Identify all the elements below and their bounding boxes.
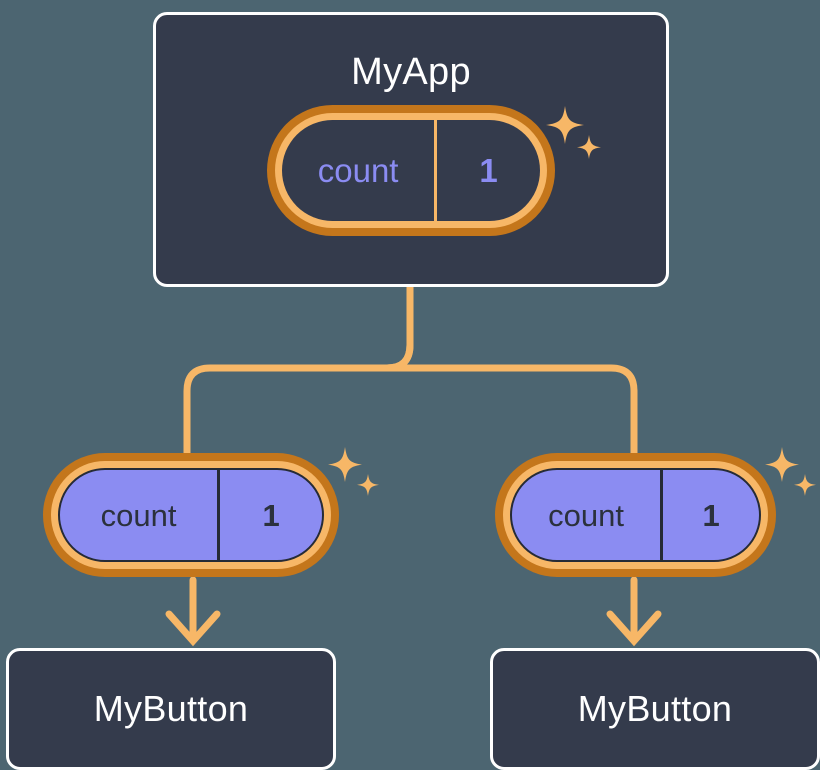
button-component-box-left[interactable]: MyButton [6,648,336,770]
wire-trunk-split [386,283,638,395]
button-component-box-right[interactable]: MyButton [490,648,820,770]
pill-body: count 1 [282,120,540,221]
state-key-label: count [100,497,177,533]
wire-branch-left [183,341,414,459]
state-value-label: 1 [434,120,540,221]
pill-inner-ring: count 1 [51,461,331,569]
wire-arrow-left-head [165,610,221,647]
state-value-label: 1 [660,470,759,560]
button-component-title: MyButton [93,688,249,729]
app-component-title: MyApp [351,51,471,93]
wire-arrow-right-head [606,610,662,647]
pill-body: count 1 [510,468,761,562]
pill-inner-ring: count 1 [503,461,768,569]
state-key-label: count [317,152,399,189]
state-value-label: 1 [217,470,322,560]
left-state-pill[interactable]: count 1 [43,453,339,577]
pill-inner-ring: count 1 [275,113,547,228]
button-component-title: MyButton [577,688,733,729]
app-state-pill[interactable]: count 1 [267,105,555,236]
state-key-label: count [548,497,625,533]
pill-body: count 1 [58,468,324,562]
right-state-pill[interactable]: count 1 [495,453,776,577]
